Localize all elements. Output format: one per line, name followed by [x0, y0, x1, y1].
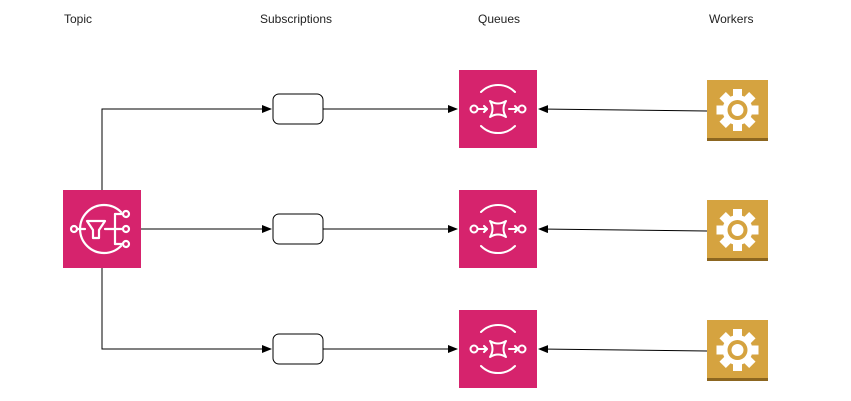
gear-icon [716, 329, 759, 371]
subscription-box-2[interactable] [272, 213, 324, 245]
sqs-queue-icon [469, 323, 527, 375]
connectors-topic-to-subscriptions [101, 105, 272, 353]
column-label-subscriptions: Subscriptions [260, 12, 333, 26]
connector-topic-sub-1 [101, 105, 272, 190]
sns-topic-node[interactable] [63, 190, 141, 268]
sns-topic-icon [69, 203, 131, 255]
connectors-workers-to-queues [538, 105, 708, 354]
subscription-box[interactable] [272, 333, 324, 365]
column-label-workers: Workers [709, 12, 754, 26]
sqs-queue-icon [469, 83, 527, 135]
connector-topic-sub-3 [101, 268, 272, 353]
subscription-box[interactable] [272, 93, 324, 125]
worker-node-2[interactable] [707, 200, 768, 261]
sqs-queue-node-1[interactable] [459, 70, 537, 148]
connector-worker-queue-3 [538, 345, 708, 354]
gear-icon [716, 89, 759, 131]
connectors-subscriptions-to-queues [323, 105, 458, 353]
worker-node-1[interactable] [707, 80, 768, 141]
column-label-queues: Queues [478, 12, 521, 26]
worker-node-3[interactable] [707, 320, 768, 381]
subscription-box-3[interactable] [272, 333, 324, 365]
subscription-box-1[interactable] [272, 93, 324, 125]
column-label-topic: Topic [64, 12, 93, 26]
sqs-queue-node-2[interactable] [459, 190, 537, 268]
connector-worker-queue-2 [538, 225, 708, 234]
sqs-queue-icon [469, 203, 527, 255]
gear-icon [716, 209, 759, 251]
connector-worker-queue-1 [538, 105, 708, 114]
sqs-queue-node-3[interactable] [459, 310, 537, 388]
subscription-box[interactable] [272, 213, 324, 245]
